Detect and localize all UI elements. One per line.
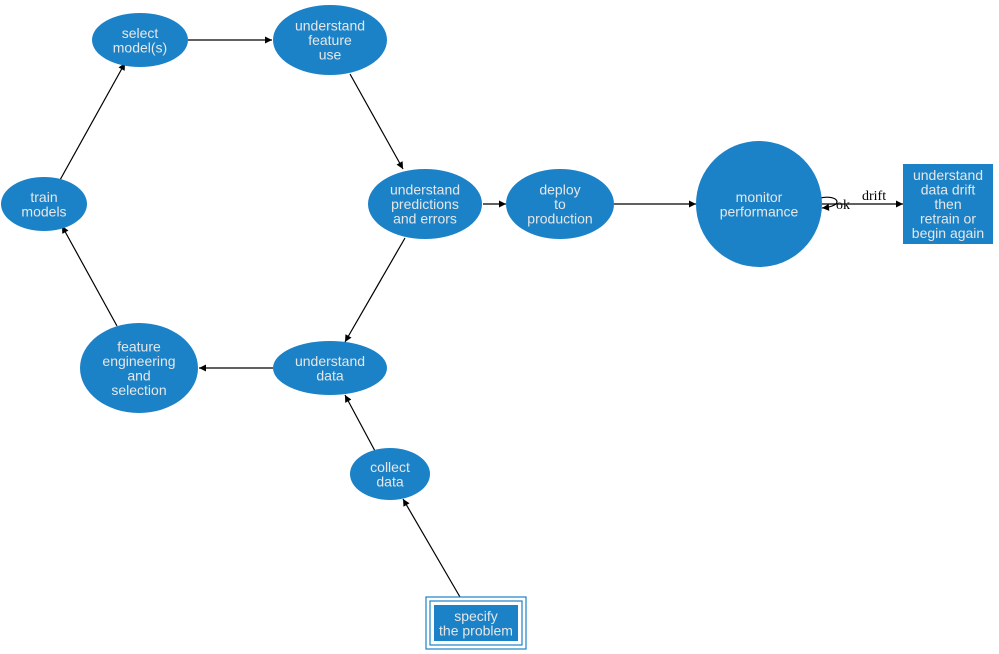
edge-train-to-select [59, 62, 126, 181]
edges [59, 36, 903, 598]
node-label-line: understand [295, 18, 365, 34]
node-label-line: model(s) [113, 39, 167, 55]
node-label-line: performance [720, 203, 799, 219]
node-label-line: begin again [912, 225, 984, 241]
node-label-line: data [376, 473, 403, 489]
node-label-line: retrain or [920, 211, 976, 227]
node-label-line: use [319, 47, 342, 63]
node-label-line: models [21, 203, 66, 219]
edge-collect-to-understand-data [344, 394, 376, 452]
edge-monitor-self-ok [819, 196, 838, 211]
node-label-line: train [30, 189, 57, 205]
node-label-line: data [316, 367, 343, 383]
node-label-line: engineering [102, 353, 175, 369]
node-label-line: to [554, 196, 566, 212]
node-label-line: understand [295, 353, 365, 369]
node-label-line: feature [308, 32, 352, 48]
node-label-line: collect [370, 459, 410, 475]
node-label-line: the problem [439, 622, 513, 638]
node-label-line: feature [117, 338, 161, 354]
node-label-line: predictions [391, 196, 459, 212]
edge-label-drift: drift [862, 189, 886, 204]
node-label-line: understand [913, 167, 983, 183]
edge-label-ok: ok [836, 198, 850, 213]
edge-understand-feature-to-predictions [349, 73, 404, 170]
node-label-line: and errors [393, 211, 457, 227]
node-label-line: specify [454, 608, 498, 624]
node-label-line: and [127, 367, 150, 383]
edge-feature-eng-to-train [61, 225, 118, 327]
edge-predictions-to-understand-data [344, 237, 406, 343]
node-label-line: production [527, 211, 592, 227]
node-label-line: then [934, 196, 961, 212]
node-label-line: monitor [736, 189, 783, 205]
edge-specify-to-collect [402, 498, 461, 598]
node-label-line: deploy [539, 182, 580, 198]
node-label-line: select [122, 25, 159, 41]
node-label-line: selection [111, 382, 166, 398]
node-label-line: understand [390, 182, 460, 198]
node-label-line: data drift [921, 182, 976, 198]
